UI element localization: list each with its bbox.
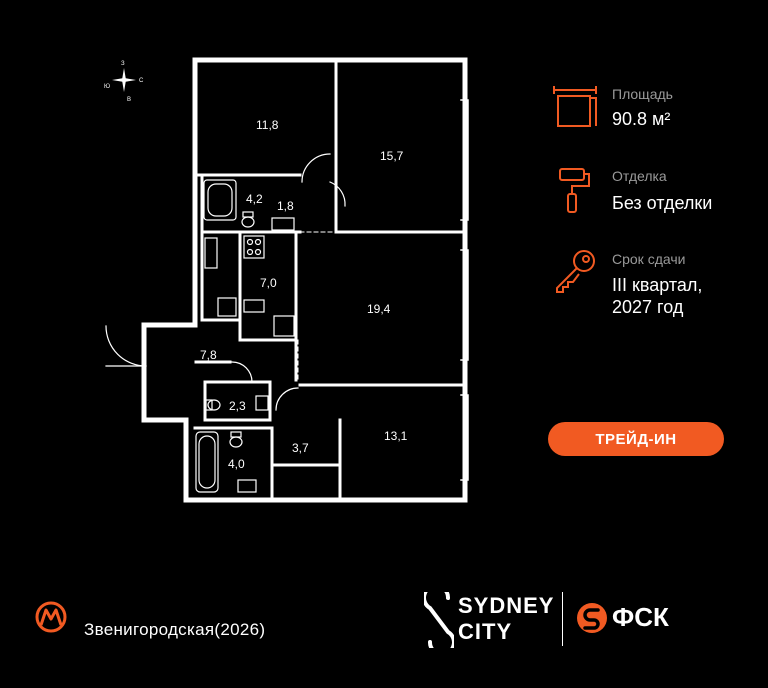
room-area-label: 19,4 [367, 302, 391, 316]
room-labels: 11,8 15,7 4,2 1,8 7,0 19,4 7,8 2,3 4,0 3… [200, 118, 408, 471]
finish-value: Без отделки [612, 193, 713, 213]
project-name-line2: CITY [458, 619, 513, 644]
paint-roller-icon [559, 168, 590, 213]
key-icon [556, 250, 595, 293]
fixtures [195, 179, 295, 493]
room-area-label: 7,8 [200, 348, 217, 362]
windows [214, 59, 469, 481]
area-icon [553, 86, 597, 127]
compass-label-e: С [139, 78, 144, 84]
compass-label-w: Ю [104, 84, 110, 90]
room-area-label: 15,7 [380, 149, 404, 163]
deadline-value-line2: 2027 год [612, 297, 684, 317]
area-value: 90.8 м² [612, 109, 671, 129]
metro-station: Звенигородская(2026) [84, 620, 266, 639]
area-label: Площадь [612, 86, 673, 102]
room-area-label: 3,7 [292, 441, 309, 455]
door-swings [105, 153, 346, 411]
room-area-label: 2,3 [229, 399, 246, 413]
interior-walls [193, 62, 463, 498]
fsk-logo-mark [577, 603, 607, 633]
room-area-label: 13,1 [384, 429, 408, 443]
compass-label-s: В [127, 97, 131, 103]
sydney-city-logo-mark [424, 592, 454, 648]
outer-wall [141, 57, 468, 503]
brand-divider [562, 592, 563, 646]
deadline-label: Срок сдачи [612, 251, 686, 267]
deadline-value-line1: III квартал, [612, 275, 703, 295]
room-area-label: 4,0 [228, 457, 245, 471]
room-area-label: 11,8 [256, 118, 279, 132]
metro-icon [35, 601, 67, 633]
room-area-label: 1,8 [277, 199, 294, 213]
project-name-line1: SYDNEY [458, 593, 555, 618]
room-area-label: 4,2 [246, 192, 263, 206]
zone-separators [297, 231, 337, 383]
compass-label-n: З [121, 61, 125, 67]
finish-label: Отделка [612, 168, 667, 184]
trade-in-button[interactable]: ТРЕЙД-ИН [548, 422, 724, 456]
room-area-label: 7,0 [260, 276, 277, 290]
compass-rose: З С В Ю [104, 61, 144, 103]
developer-name: ФСК [612, 602, 669, 632]
